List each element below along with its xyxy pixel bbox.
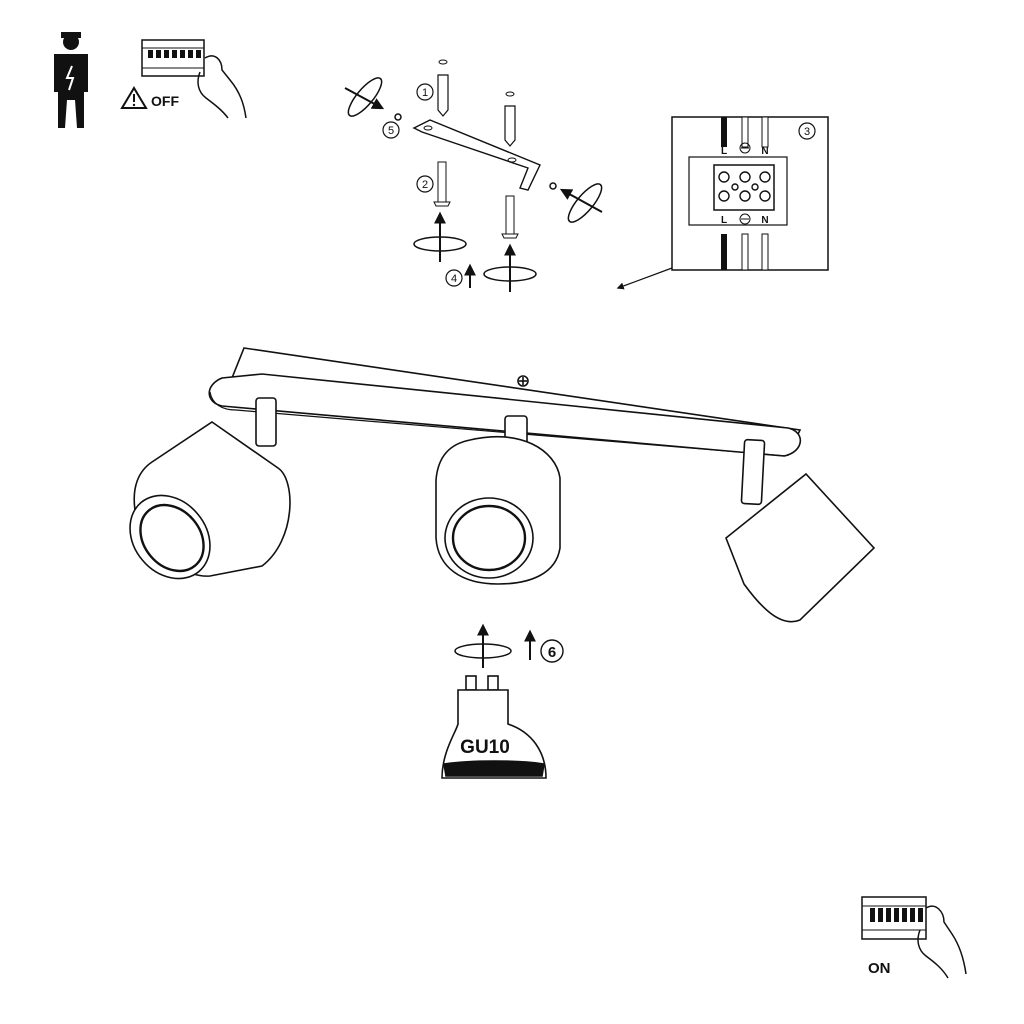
screwdriver-icon: [344, 77, 603, 223]
hand-icon: [917, 905, 967, 979]
svg-text:2: 2: [422, 179, 428, 191]
mounting-steps: 1 2: [344, 59, 603, 292]
step-3-badge: 3: [798, 122, 816, 140]
mounting-bracket: [412, 119, 541, 191]
warning-triangle-icon: [120, 86, 148, 109]
on-label: ON: [868, 960, 891, 977]
rotate-arrow-icon: [413, 211, 537, 292]
rotate-arrow-icon: [454, 623, 512, 668]
wall-plug-icon: [437, 59, 516, 147]
circuit-breaker-icon: [141, 39, 205, 77]
gu10-bulb-icon: [441, 675, 547, 779]
svg-text:4: 4: [451, 273, 457, 285]
hand-icon: [197, 55, 247, 119]
wire-live-top: L: [721, 146, 727, 157]
svg-text:6: 6: [548, 644, 556, 661]
spotlight-left: [129, 397, 291, 580]
svg-text:3: 3: [804, 126, 810, 138]
circuit-breaker-icon: [861, 896, 927, 940]
wiring-diagram: 3 L N L N: [616, 116, 829, 290]
wire-neutral-bottom: N: [761, 215, 768, 226]
bulb-step: 6 GU10: [441, 623, 564, 779]
earth-ground-icon: [739, 142, 751, 225]
step-4-badge: 4: [445, 263, 476, 288]
ceiling-base-plate: [208, 347, 802, 457]
off-label: OFF: [151, 93, 179, 109]
svg-text:1: 1: [422, 87, 428, 99]
spotlight-center: [435, 415, 561, 585]
circuit-breaker-off: OFF: [120, 39, 247, 119]
wire-live-bottom: L: [721, 215, 727, 226]
step-2-badge: 2: [416, 175, 434, 193]
screw-icon: [433, 161, 519, 239]
electrician-icon: [54, 32, 88, 128]
step-6-badge: 6: [540, 639, 564, 663]
step-5-badge: 5: [382, 121, 400, 139]
spotlight-fixture: [129, 347, 876, 623]
step-1-badge: 1: [416, 83, 434, 101]
circuit-breaker-on: ON: [861, 896, 967, 979]
spotlight-right: [725, 438, 876, 623]
wire-neutral-top: N: [761, 146, 768, 157]
svg-text:5: 5: [388, 125, 394, 137]
bulb-type-label: GU10: [460, 737, 510, 758]
